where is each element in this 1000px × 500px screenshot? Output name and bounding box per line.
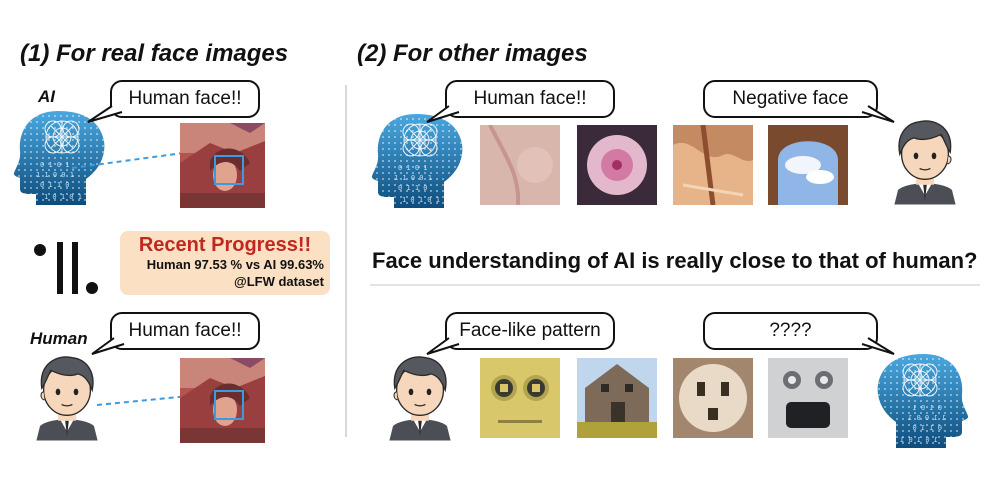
human-speech-tail (91, 337, 125, 355)
barn-face-pattern-image (577, 358, 657, 438)
human-speech-bubble: Human face!! (110, 312, 260, 350)
ai-head-icon-bottom (872, 350, 972, 450)
archway-sky-image (768, 125, 848, 205)
ai-speech-bubble-top: Human face!! (445, 80, 615, 118)
wall-face-pattern-image (480, 358, 560, 438)
ai-speech-bottom-text: ???? (769, 320, 812, 341)
equals-symbol (34, 242, 98, 294)
human-speech-text: Human face!! (128, 320, 242, 341)
human-head-icon-bottom (375, 348, 465, 443)
question-underline (370, 284, 980, 286)
ai-gaze-line (71, 147, 221, 169)
skin-texture-image (480, 125, 560, 205)
face-highlight-box (214, 155, 244, 185)
right-section-title: (2) For other images (357, 40, 588, 67)
progress-dataset: @LFW dataset (234, 274, 324, 289)
left-section-title: (1) For real face images (20, 40, 289, 67)
ai-label: AI (38, 87, 55, 106)
progress-box: Recent Progress!! Human 97.53 % vs AI 99… (120, 231, 330, 295)
ai-speech-tail-bottom (861, 337, 895, 355)
panel-divider (345, 85, 347, 437)
human-speech-bottom-text: Face-like pattern (459, 320, 601, 341)
human-speech-top-text: Negative face (732, 88, 849, 109)
ai-speech-top-text: Human face!! (473, 88, 587, 109)
human-head-icon-top (880, 112, 970, 207)
progress-title: Recent Progress!! (138, 234, 312, 256)
jellyfish-image (577, 125, 657, 205)
human-speech-tail-bottom (426, 337, 460, 355)
ai-speech-bubble-bottom: ???? (703, 312, 878, 350)
face-highlight-box-human (214, 390, 244, 420)
dashboard-face-pattern-image (768, 358, 848, 438)
human-speech-bubble-top: Negative face (703, 80, 878, 118)
ai-speech-bubble: Human face!! (110, 80, 260, 118)
ai-speech-tail (87, 105, 123, 123)
human-label: Human (30, 329, 88, 348)
ai-speech-text: Human face!! (128, 88, 242, 109)
progress-comparison: Human 97.53 % vs AI 99.63% (146, 257, 324, 272)
human-speech-bubble-bottom: Face-like pattern (445, 312, 615, 350)
fabric-image (673, 125, 753, 205)
research-question: Face understanding of AI is really close… (372, 248, 978, 273)
human-speech-tail-top (861, 105, 895, 123)
ai-speech-tail-top (426, 105, 460, 123)
outlet-face-pattern-image (673, 358, 753, 438)
